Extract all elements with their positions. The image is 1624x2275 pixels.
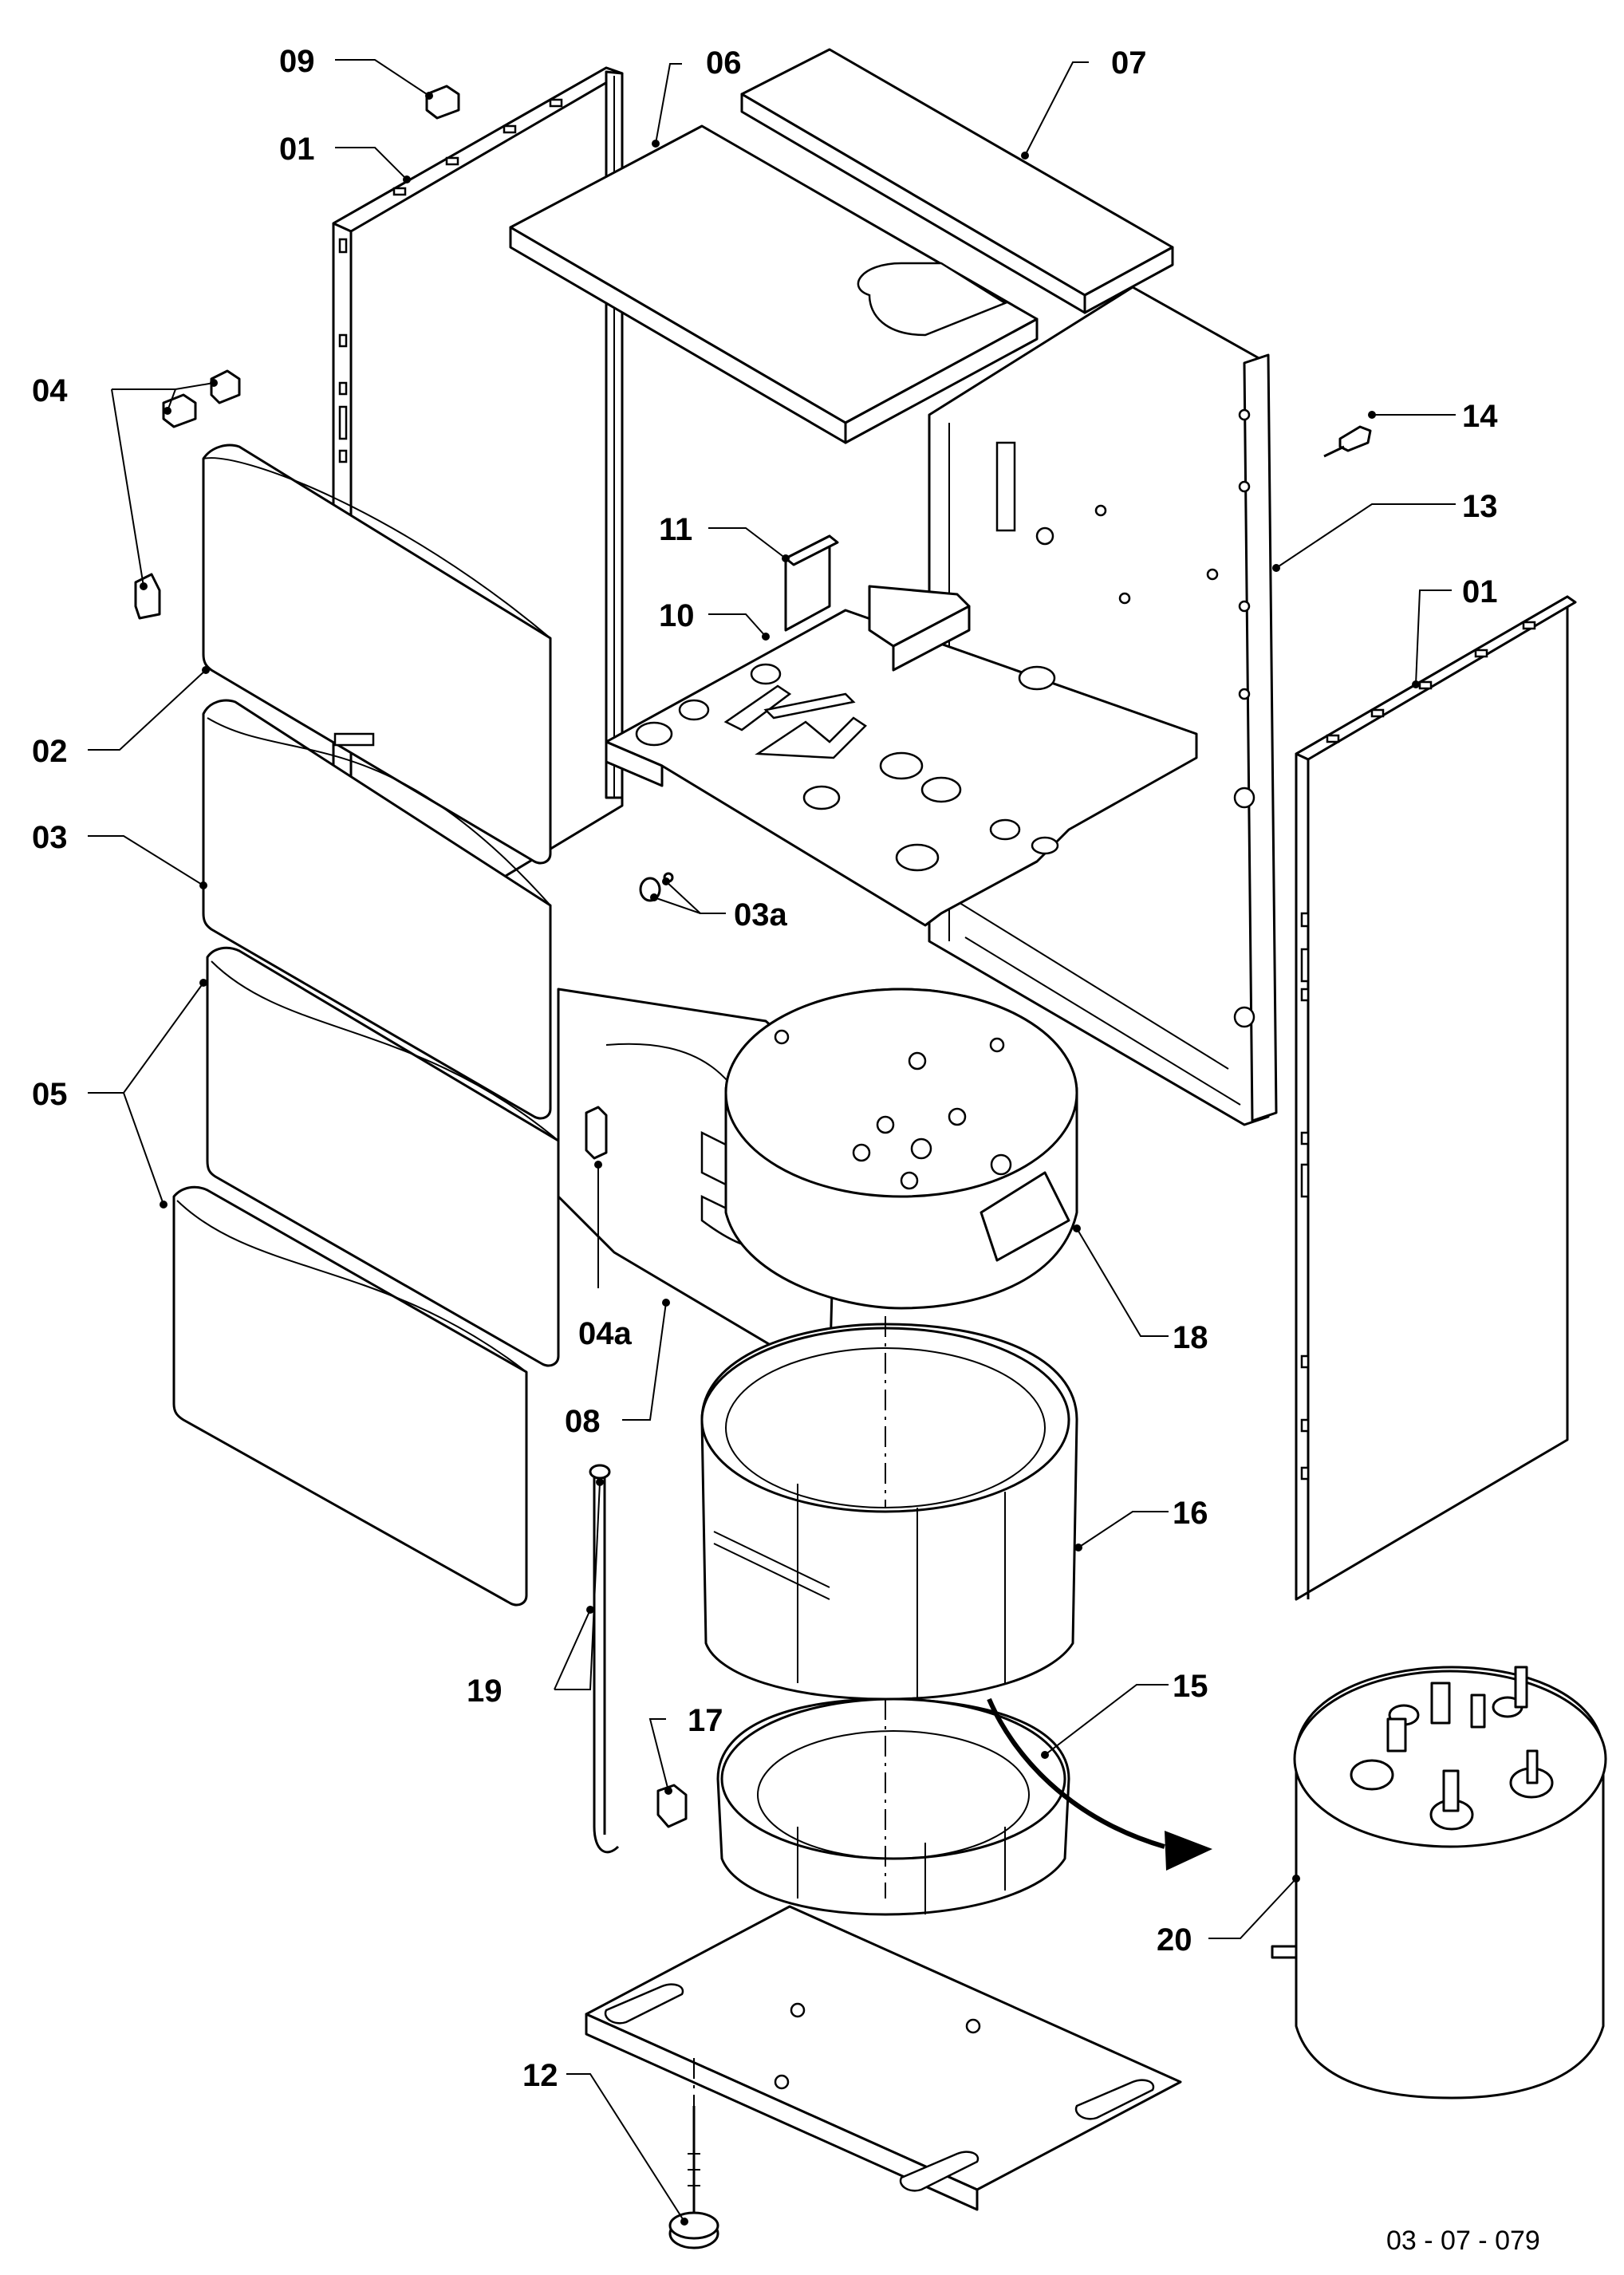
callout-14: 14	[1462, 399, 1498, 434]
mounting-plate-10	[605, 609, 1198, 927]
callout-07: 07	[1111, 45, 1147, 81]
callout-09: 09	[279, 44, 315, 79]
front-panel-02	[202, 444, 552, 865]
clip-04-lower	[134, 573, 161, 620]
sensor-rod-19	[589, 1464, 620, 1854]
callout-04: 04	[32, 373, 68, 408]
screw-14	[1323, 425, 1372, 458]
front-panel-05a	[206, 946, 560, 1367]
callout-02: 02	[32, 734, 68, 769]
callout-10: 10	[659, 598, 695, 633]
callout-leaders	[88, 59, 1456, 2226]
drawing-reference: 03 - 07 - 079	[1386, 2226, 1540, 2256]
callout-18: 18	[1173, 1320, 1208, 1355]
callout-20: 20	[1157, 1922, 1192, 1958]
burner-housing-18	[724, 988, 1078, 1310]
callout-19: 19	[467, 1674, 503, 1709]
callout-12: 12	[522, 2058, 558, 2093]
combustion-chamber-16	[700, 1323, 1078, 1701]
clip-04a	[585, 1106, 608, 1160]
callout-15: 15	[1173, 1669, 1208, 1704]
front-panel-03	[202, 699, 552, 1120]
callout-08: 08	[565, 1404, 601, 1439]
removal-arrow	[987, 1697, 1212, 1871]
top-panel-07	[740, 48, 1174, 314]
callout-05: 05	[32, 1077, 68, 1112]
callout-06: 06	[706, 45, 742, 81]
storage-tank-20	[1271, 1666, 1607, 2100]
front-panel-05b	[172, 1185, 528, 1607]
callout-labels: 09 01 06 07 04 14 13 01 11 10 02 03 03a …	[32, 44, 1498, 2093]
adjustable-foot-12	[668, 2106, 719, 2249]
base-plate	[585, 1905, 1182, 2211]
clip-04-mid	[162, 393, 197, 428]
callout-03: 03	[32, 820, 68, 855]
bracket-11	[784, 534, 971, 672]
side-panel-right	[1295, 595, 1577, 1601]
callout-17: 17	[688, 1703, 723, 1738]
callout-01-left: 01	[279, 132, 315, 167]
callout-03a: 03a	[734, 897, 787, 932]
top-cover-06	[509, 124, 1039, 444]
clip-09	[425, 85, 460, 120]
clip-04-upper	[210, 369, 241, 404]
callout-13: 13	[1462, 489, 1498, 524]
clip-17	[656, 1784, 688, 1828]
assembly-axis	[693, 1316, 886, 2106]
callout-11: 11	[659, 512, 692, 547]
callout-01-right: 01	[1462, 574, 1498, 609]
base-ring-15	[716, 1697, 1070, 1916]
callout-04a: 04a	[578, 1316, 632, 1351]
callout-16: 16	[1173, 1496, 1208, 1531]
